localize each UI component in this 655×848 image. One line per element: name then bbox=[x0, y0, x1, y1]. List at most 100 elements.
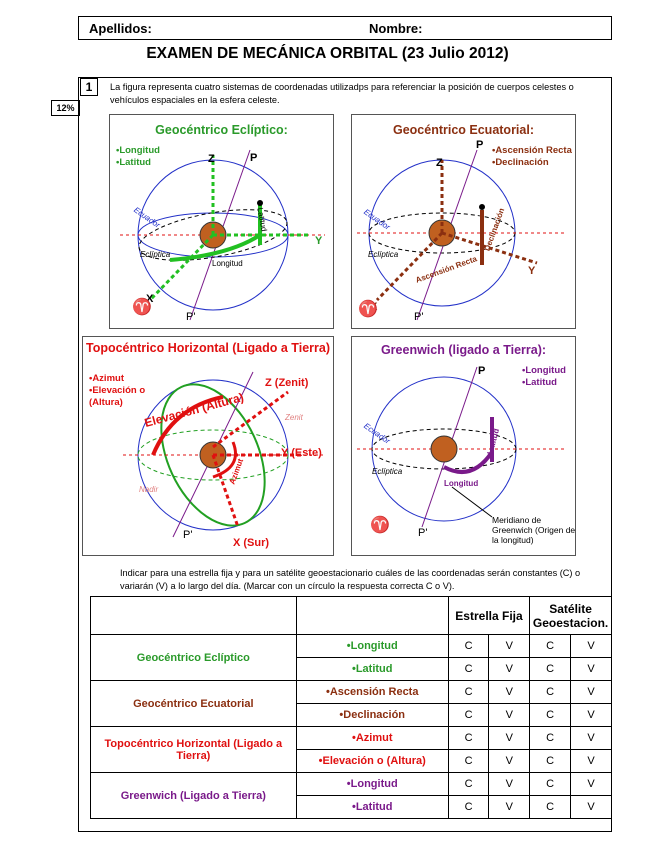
greenwich-diagram bbox=[357, 366, 567, 528]
aries-icon: ♈ bbox=[370, 517, 390, 534]
choice-c[interactable]: C bbox=[447, 726, 490, 750]
panel-ecuatorial: Geocéntrico Ecuatorial: •Ascensión Recta… bbox=[351, 114, 576, 329]
table-row: Topocéntrico Horizontal (Ligado a Tierra… bbox=[90, 726, 612, 773]
meridiano-label: Meridiano de Greenwich (Origen de la lon… bbox=[492, 515, 576, 545]
choice-v[interactable]: V bbox=[570, 726, 612, 750]
system-cell: Topocéntrico Horizontal (Ligado a Tierra… bbox=[90, 726, 297, 773]
question-number: 1 bbox=[80, 78, 98, 96]
zenit-label: Zenit bbox=[285, 413, 303, 422]
table-header-row: Estrella Fija Satélite Geoestacion. bbox=[90, 596, 612, 635]
pprime-label: P' bbox=[186, 311, 196, 323]
choice-c[interactable]: C bbox=[447, 795, 490, 819]
pprime-label: P' bbox=[183, 529, 193, 541]
z-label: Z bbox=[208, 153, 215, 165]
choice-v[interactable]: V bbox=[570, 680, 612, 704]
choice-c[interactable]: C bbox=[447, 657, 490, 681]
choice-c[interactable]: C bbox=[447, 634, 490, 658]
choice-v[interactable]: V bbox=[570, 703, 612, 727]
panel-topocentrico: Topocéntrico Horizontal (Ligado a Tierra… bbox=[82, 336, 334, 556]
ecliptico-title: Geocéntrico Eclíptico: bbox=[155, 123, 288, 137]
choice-v[interactable]: V bbox=[488, 795, 531, 819]
nombre-label: Nombre: bbox=[369, 21, 423, 36]
topocentrico-list: •Azimut •Elevación o (Altura) bbox=[89, 373, 146, 408]
coord-cell: •Azimut bbox=[295, 726, 449, 750]
apellidos-label: Apellidos: bbox=[89, 21, 152, 36]
choice-v[interactable]: V bbox=[488, 772, 531, 796]
choice-v[interactable]: V bbox=[488, 634, 531, 658]
estrella-header: Estrella Fija bbox=[447, 596, 531, 635]
x-label: X bbox=[146, 293, 154, 305]
sur-axis-label: X (Sur) bbox=[233, 537, 270, 549]
question-text: La figura representa cuatro sistemas de … bbox=[110, 82, 574, 105]
este-axis-label: Y (Este) bbox=[281, 447, 322, 459]
instructions: Indicar para una estrella fija y para un… bbox=[120, 568, 581, 591]
satelite-header: Satélite Geoestacion. bbox=[529, 596, 612, 635]
coord-cell: •Elevación o (Altura) bbox=[295, 749, 449, 773]
y-label: Y bbox=[315, 235, 323, 247]
coord-cell: •Longitud bbox=[295, 634, 449, 658]
ecliptic-diagram bbox=[120, 149, 325, 321]
choice-c[interactable]: C bbox=[529, 634, 572, 658]
blank-header bbox=[295, 596, 449, 635]
pprime-label: P' bbox=[418, 527, 428, 539]
coord-cell: •Latitud bbox=[295, 657, 449, 681]
choice-c[interactable]: C bbox=[447, 703, 490, 727]
choice-c[interactable]: C bbox=[529, 680, 572, 704]
choice-c[interactable]: C bbox=[447, 749, 490, 773]
choice-v[interactable]: V bbox=[488, 703, 531, 727]
greenwich-list: •Longitud •Latitud bbox=[522, 365, 566, 388]
choice-v[interactable]: V bbox=[570, 634, 612, 658]
longitud-label: Longitud bbox=[212, 259, 243, 268]
ecuatorial-title: Geocéntrico Ecuatorial: bbox=[392, 123, 534, 137]
x-label: X bbox=[370, 301, 378, 313]
p-label: P bbox=[476, 139, 484, 151]
choice-c[interactable]: C bbox=[447, 680, 490, 704]
choice-v[interactable]: V bbox=[570, 772, 612, 796]
name-header: Apellidos: Nombre: bbox=[78, 16, 612, 40]
choice-c[interactable]: C bbox=[529, 772, 572, 796]
choice-v[interactable]: V bbox=[488, 726, 531, 750]
choice-c[interactable]: C bbox=[529, 726, 572, 750]
system-cell: Geocéntrico Ecuatorial bbox=[90, 680, 297, 727]
choice-v[interactable]: V bbox=[570, 657, 612, 681]
choice-v[interactable]: V bbox=[488, 657, 531, 681]
choice-c[interactable]: C bbox=[529, 657, 572, 681]
choice-c[interactable]: C bbox=[529, 795, 572, 819]
ecliptica-label: Eclíptica bbox=[368, 250, 399, 259]
pprime-label: P' bbox=[414, 311, 424, 323]
panel-greenwich: Greenwich (ligado a Tierra): •Longitud •… bbox=[351, 336, 576, 556]
system-cell: Greenwich (Ligado a Tierra) bbox=[90, 772, 297, 819]
aries-icon: ♈ bbox=[132, 299, 152, 316]
choice-v[interactable]: V bbox=[570, 749, 612, 773]
choice-v[interactable]: V bbox=[570, 795, 612, 819]
system-cell: Geocéntrico Eclíptico bbox=[90, 634, 297, 681]
choice-c[interactable]: C bbox=[529, 703, 572, 727]
ecliptica-label: Eclíptica bbox=[140, 250, 171, 259]
blank-header bbox=[90, 596, 297, 635]
coord-cell: •Longitud bbox=[295, 772, 449, 796]
coord-cell: •Ascensión Recta bbox=[295, 680, 449, 704]
answer-table: Estrella Fija Satélite Geoestacion. Geoc… bbox=[90, 596, 612, 819]
ecuatorial-list: •Ascensión Recta •Declinación bbox=[492, 145, 572, 168]
question-percent: 12% bbox=[51, 100, 80, 116]
zenit-axis-label: Z (Zenit) bbox=[265, 377, 309, 389]
exam-title: EXAMEN DE MECÁNICA ORBITAL (23 Julio 201… bbox=[146, 45, 509, 62]
y-label: Y bbox=[528, 265, 536, 277]
panel-ecliptico: Geocéntrico Eclíptico: •Longitud •Latitu… bbox=[109, 114, 334, 329]
table-row: Geocéntrico Ecuatorial •Ascensión Recta … bbox=[90, 680, 612, 727]
ecliptico-list: •Longitud •Latitud bbox=[116, 145, 160, 168]
question-frame bbox=[78, 77, 612, 832]
z-label: Z bbox=[436, 157, 443, 169]
topocentrico-title: Topocéntrico Horizontal (Ligado a Tierra… bbox=[85, 341, 330, 355]
longitud-label: Longitud bbox=[444, 479, 479, 488]
choice-c[interactable]: C bbox=[447, 772, 490, 796]
choice-v[interactable]: V bbox=[488, 749, 531, 773]
choice-v[interactable]: V bbox=[488, 680, 531, 704]
choice-c[interactable]: C bbox=[529, 749, 572, 773]
